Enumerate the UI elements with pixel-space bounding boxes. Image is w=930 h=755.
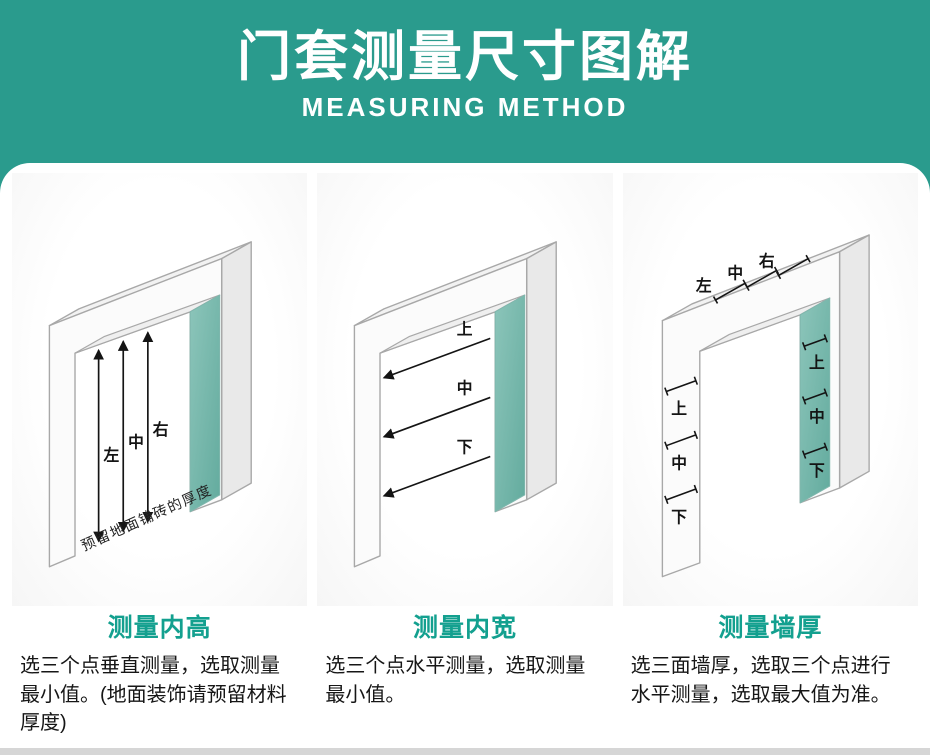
inner-height-diagram: 左 中 右 预留地面铺砖的厚度 <box>12 173 308 607</box>
top-mark-right-label: 右 <box>759 252 775 271</box>
wall-right-face <box>526 241 558 501</box>
width-arrow-top <box>382 337 491 380</box>
mark-middle-label: 中 <box>128 433 144 452</box>
panel-wall-thickness: 左 中 右 上 中 下 <box>622 173 918 737</box>
door-opening-teal-panel <box>189 294 221 513</box>
panel-columns: 左 中 右 预留地面铺砖的厚度 测量内高 选三个点垂直测量，选取测量最小值。(地… <box>0 169 930 737</box>
left-mark-middle-label: 中 <box>671 453 687 472</box>
panel-mark-bottom-label: 下 <box>809 463 825 480</box>
left-leg-thickness-ticks <box>663 376 698 505</box>
mark-left-label: 左 <box>103 445 120 464</box>
panel-inner-height: 左 中 右 预留地面铺砖的厚度 测量内高 选三个点垂直测量，选取测量最小值。(地… <box>12 173 308 737</box>
door-opening-teal-panel <box>495 294 526 513</box>
panel-description-inner-height: 选三个点垂直测量，选取测量最小值。(地面装饰请预留材料厚度) <box>20 655 287 734</box>
panel-description-inner-width: 选三个点水平测量，选取测量最小值。 <box>325 655 586 706</box>
left-mark-top-label: 上 <box>671 400 687 418</box>
arch-right-face <box>838 234 870 489</box>
width-arrow-middle <box>382 396 491 439</box>
panel-heading-inner-width: 测量内宽 <box>412 614 517 643</box>
panel-heading-wall-thickness: 测量墙厚 <box>718 614 823 643</box>
wall-right-face <box>220 241 252 501</box>
width-arrow-bottom <box>382 455 491 498</box>
right-jamb-thickness-ticks <box>801 334 828 459</box>
top-thickness-ticks <box>712 254 811 304</box>
mark-bottom-label: 下 <box>457 440 473 457</box>
panel-mark-middle-label: 中 <box>809 407 825 426</box>
panel-mark-top-label: 上 <box>809 354 825 372</box>
page-title: 门套测量尺寸图解 <box>237 27 693 87</box>
top-mark-middle-label: 中 <box>727 263 743 282</box>
inner-width-diagram: 上 中 下 <box>317 173 613 607</box>
panel-heading-inner-height: 测量内高 <box>107 614 212 643</box>
wall-thickness-diagram: 左 中 右 上 中 下 <box>622 173 918 607</box>
page-subtitle: MEASURING METHOD <box>301 92 629 123</box>
content-card: 左 中 右 预留地面铺砖的厚度 测量内高 选三个点垂直测量，选取测量最小值。(地… <box>0 163 930 755</box>
top-mark-left-label: 左 <box>695 276 712 295</box>
bottom-divider <box>0 748 930 755</box>
right-jamb-teal-panel <box>799 297 830 504</box>
panel-description-wall-thickness: 选三面墙厚，选取三个点进行水平测量，选取最大值为准。 <box>630 655 891 706</box>
mark-top-label: 上 <box>457 320 473 338</box>
mark-right-label: 右 <box>153 420 169 439</box>
mark-middle-label: 中 <box>457 379 473 398</box>
left-mark-bottom-label: 下 <box>671 509 687 526</box>
panel-inner-width: 上 中 下 测量内宽 选三个点水平测量，选取测量最小值。 <box>317 173 613 737</box>
